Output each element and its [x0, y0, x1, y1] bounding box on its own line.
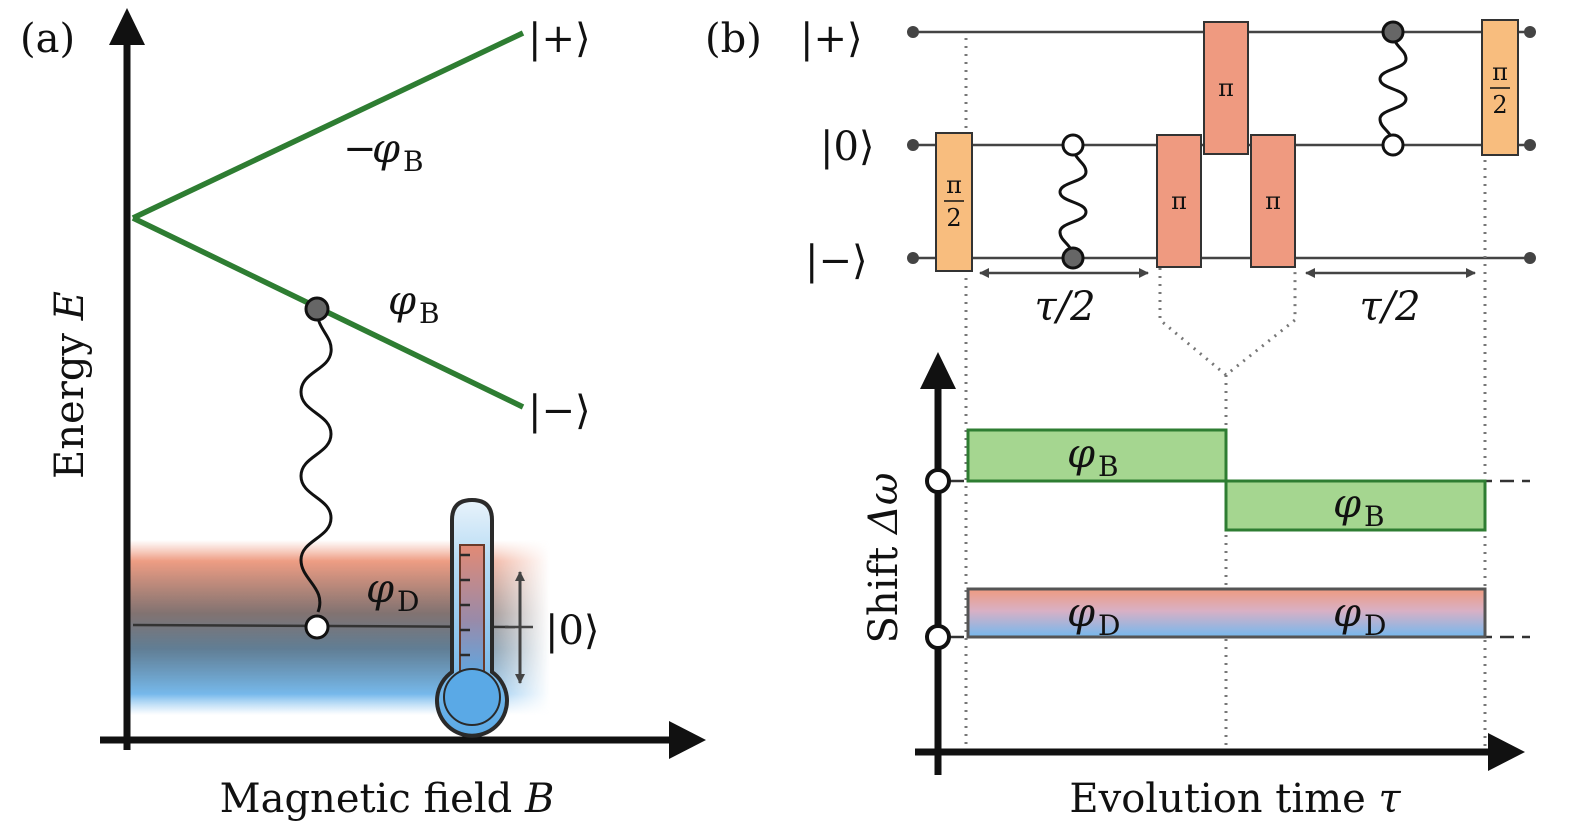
tau-half-label-1: τ/2: [1034, 284, 1095, 330]
pulse-half-pi-1: π 2: [935, 132, 973, 272]
level-end-dots: [907, 26, 1536, 264]
energy-line-plus: [131, 30, 525, 221]
svg-text:2: 2: [1492, 91, 1507, 119]
ket-plus-a: |+⟩: [528, 16, 591, 62]
svg-text:B: B: [1364, 500, 1385, 533]
wave-1: [1058, 133, 1088, 270]
svg-text:π: π: [1218, 74, 1234, 102]
svg-text:−: −: [343, 126, 377, 172]
svg-text:D: D: [1098, 609, 1120, 642]
phase-block-d: φ D φ D: [966, 587, 1487, 642]
excited-state-dot: [304, 296, 330, 322]
svg-text:φ: φ: [388, 278, 416, 324]
svg-text:D: D: [1364, 609, 1386, 642]
label-neg-phi-b: − φ B: [343, 126, 424, 178]
panel-a: (a) |+⟩ |−⟩ |0⟩ − φ B φ: [20, 8, 706, 822]
pulse-pi-2: π: [1203, 21, 1249, 155]
thermometer-icon: [435, 497, 509, 738]
panel-a-y-label: Energy E: [47, 291, 93, 479]
ground-state-dot: [304, 614, 330, 640]
svg-text:2: 2: [946, 204, 961, 232]
svg-text:B: B: [1098, 450, 1119, 483]
svg-text:φ: φ: [366, 566, 394, 612]
ket-plus-b: |+⟩: [800, 16, 863, 62]
panel-b-tag: (b): [705, 16, 762, 62]
svg-text:Magnetic field B: Magnetic field B: [220, 776, 555, 822]
svg-text:φ: φ: [1333, 590, 1361, 636]
svg-text:π: π: [946, 171, 962, 199]
pulse-pi-1: π: [1156, 134, 1202, 268]
svg-text:φ: φ: [1067, 590, 1095, 636]
svg-text:B: B: [403, 145, 424, 178]
panel-b-y-label: Shift Δω: [861, 472, 907, 643]
svg-text:Shift Δω: Shift Δω: [861, 472, 907, 643]
phase-block-b-1: φ B: [966, 428, 1228, 483]
panel-b-x-label: Evolution time τ: [1069, 776, 1401, 822]
tau-half-label-2: τ/2: [1359, 284, 1420, 330]
panel-a-y-axis: [109, 8, 145, 750]
phase-block-b-2: φ B: [1224, 479, 1487, 533]
pulse-half-pi-2: π 2: [1481, 19, 1519, 156]
svg-text:φ: φ: [372, 126, 400, 172]
svg-text:π: π: [1492, 58, 1508, 86]
ket-minus-b: |−⟩: [805, 238, 868, 284]
svg-text:Evolution time τ: Evolution time τ: [1069, 776, 1401, 822]
time-guides: [964, 38, 1487, 748]
panel-a-tag: (a): [20, 16, 75, 62]
svg-text:φ: φ: [1333, 481, 1361, 527]
svg-text:π: π: [1265, 187, 1281, 215]
svg-text:φ: φ: [1067, 431, 1095, 477]
panel-a-x-label: Magnetic field B: [220, 776, 555, 822]
transition-wave: [299, 309, 333, 613]
panel-b-y-axis: [920, 352, 956, 775]
ket-minus-a: |−⟩: [528, 388, 591, 434]
label-phi-b-a: φ B: [388, 278, 440, 330]
panel-b-x-axis: [915, 733, 1525, 771]
pulse-pi-3: π: [1250, 134, 1296, 268]
svg-text:Energy E: Energy E: [47, 291, 93, 479]
ket-zero-b: |0⟩: [820, 124, 875, 170]
svg-text:D: D: [397, 585, 419, 618]
panel-b: (b) |+⟩ |0⟩ |−⟩ π 2: [705, 16, 1536, 822]
ket-zero-a: |0⟩: [545, 608, 600, 654]
wave-2: [1378, 20, 1408, 157]
svg-text:B: B: [419, 297, 440, 330]
label-phi-d-a: φ D: [366, 566, 419, 618]
svg-text:π: π: [1171, 187, 1187, 215]
panel-a-x-axis: [100, 721, 706, 759]
